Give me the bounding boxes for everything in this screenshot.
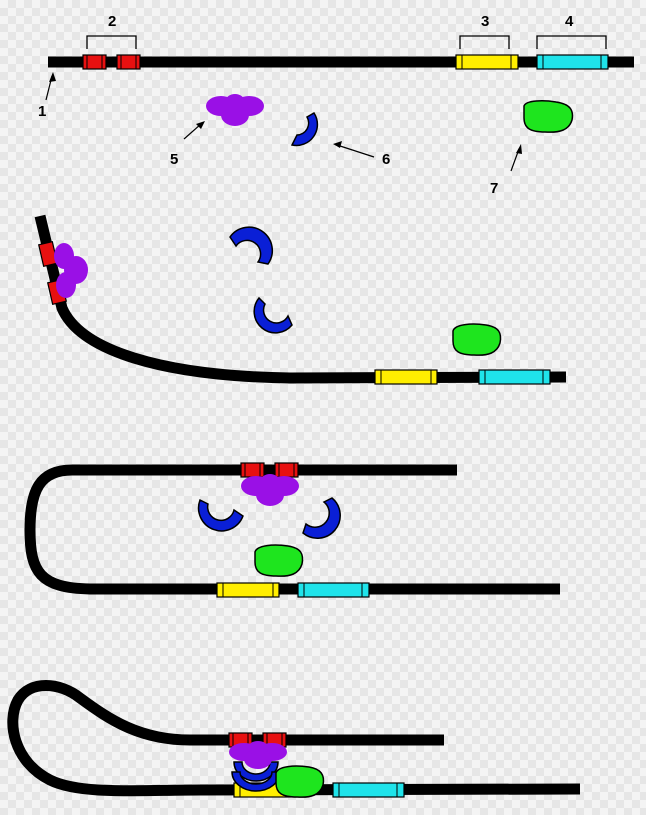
enhancer-segments	[82, 54, 141, 70]
enhancer-bracket	[86, 35, 137, 49]
mediator-protein-icon	[302, 497, 341, 539]
label-mediator: 6	[382, 151, 390, 168]
mediator-protein-icon	[253, 296, 293, 334]
activator-protein-icon	[241, 474, 299, 506]
promoter-segment	[455, 54, 519, 70]
rna-polymerase-icon	[275, 765, 325, 798]
enhancer-segment	[240, 462, 265, 478]
arrow-activator	[183, 123, 202, 140]
dna-strand	[34, 214, 567, 384]
mediator-protein-icon	[233, 761, 279, 782]
enhancer-segment	[274, 462, 299, 478]
gene-segment	[536, 54, 609, 70]
arrowhead-icon	[49, 72, 56, 82]
gene-segment	[297, 582, 370, 598]
arrow-mediator	[336, 144, 375, 158]
label-enhancer: 2	[108, 13, 116, 30]
label-activator: 5	[170, 151, 178, 168]
promoter-bracket	[459, 35, 510, 49]
activator-protein-icon	[206, 94, 264, 126]
activator-protein-icon	[229, 741, 287, 769]
activator-protein-icon	[54, 243, 88, 298]
label-promoter: 3	[481, 13, 489, 30]
promoter-segment	[216, 582, 280, 598]
mediator-protein-icon	[229, 226, 274, 265]
panel-4-transcription-complex	[7, 680, 581, 798]
rna-polymerase-icon	[523, 100, 574, 133]
arrowhead-icon	[333, 141, 342, 148]
enhancer-segment	[82, 54, 107, 70]
rna-polymerase-icon	[452, 323, 502, 356]
label-polymerase: 7	[490, 180, 498, 197]
rna-polymerase-icon	[254, 544, 304, 577]
dna-strand	[7, 680, 581, 797]
mediator-protein-icon	[197, 498, 244, 532]
arrowhead-icon	[196, 121, 205, 129]
gene-segment	[332, 782, 405, 798]
panel-2-activator-bound	[34, 214, 567, 385]
panel-3-dna-bending	[24, 462, 560, 598]
enhancer-segment	[116, 54, 141, 70]
label-dna: 1	[38, 103, 46, 120]
label-gene: 4	[565, 13, 574, 30]
gene-bracket	[536, 35, 607, 49]
arrowhead-icon	[516, 144, 522, 154]
promoter-segment	[374, 369, 438, 385]
gene-segment	[478, 369, 551, 385]
mediator-protein-icon	[290, 111, 319, 147]
panel-1-linear-dna: 2 3 4 1 5 6 7	[38, 13, 634, 197]
dna-strand	[24, 464, 560, 595]
